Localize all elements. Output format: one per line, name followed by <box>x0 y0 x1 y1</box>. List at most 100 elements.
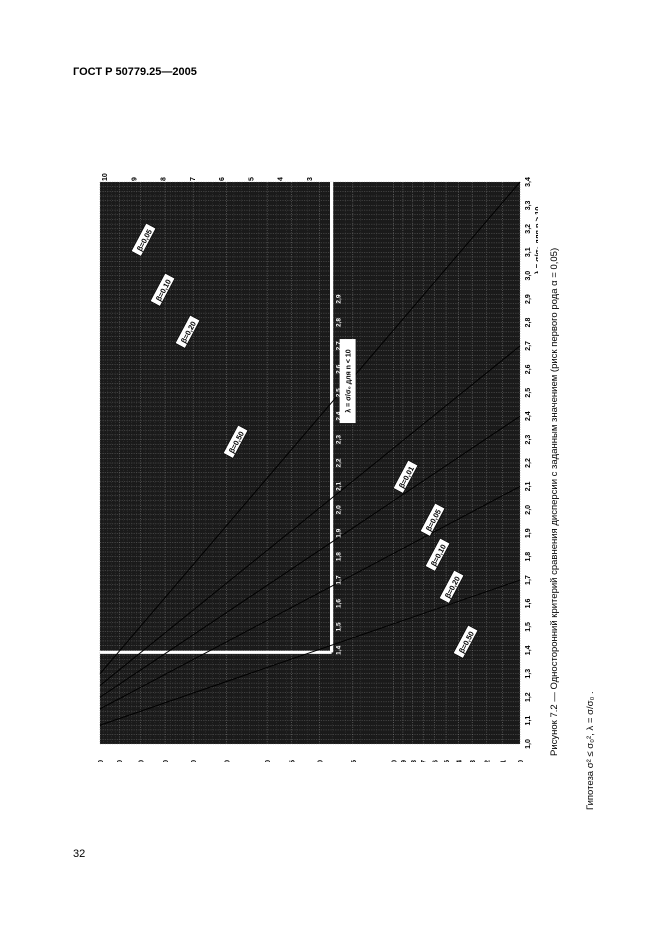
inset-lambda-tick: 1,9 <box>336 528 343 537</box>
n-large-tick: 40 <box>265 760 272 762</box>
inset-lambda-tick-text: 2,4 <box>336 411 343 420</box>
inset-lambda-tick: 1,4 <box>336 645 343 654</box>
lambda-tick: 3,0 <box>525 271 532 281</box>
lambda-tick-text: 2,2 <box>525 458 532 468</box>
n-large-tick: 16 <box>432 760 439 762</box>
lambda-tick-text: 1,3 <box>525 669 532 679</box>
inset-lambda-tick: 2,5 <box>336 388 343 397</box>
n-large-tick: 100 <box>98 760 105 762</box>
lambda-tick: 2,7 <box>525 341 532 351</box>
lambda-tick: 1,3 <box>525 669 532 679</box>
lambda-tick-text: 2,1 <box>525 481 532 491</box>
inset-lambda-tick: 1,7 <box>336 575 343 584</box>
inset-lambda-tick-text: 1,6 <box>336 599 343 608</box>
lambda-tick: 1,7 <box>525 575 532 585</box>
lambda-tick-text: 1,9 <box>525 528 532 538</box>
lambda-tick-text: 2,6 <box>525 364 532 374</box>
n-small-tick: 9 <box>131 177 138 181</box>
inset-lambda-tick: 2,8 <box>336 318 343 327</box>
n-large-tick-text: 100 <box>98 760 105 762</box>
lambda-tick: 2,0 <box>525 505 532 515</box>
curve-label-box <box>392 459 419 494</box>
n-large-tick-text: 35 <box>289 760 296 762</box>
n-large-tick-text: 13 <box>470 760 477 762</box>
curve-label-box <box>174 314 201 349</box>
lambda-tick: 2,6 <box>525 364 532 374</box>
n-small-tick: 4 <box>278 177 285 181</box>
inset-lambda-tick: 2,6 <box>336 364 343 373</box>
n-small-tick-text: 4 <box>278 177 285 181</box>
inset-lambda-tick-text: 2,8 <box>336 318 343 327</box>
page-number: 32 <box>73 848 86 860</box>
inset-lambda-tick-text: 1,5 <box>336 622 343 631</box>
n-small-tick: 6 <box>219 177 226 181</box>
n-large-tick-text: 16 <box>432 760 439 762</box>
n-tick-labels: 1098765431009080706050403530252019181716… <box>98 173 525 762</box>
n-large-tick-text: 25 <box>351 760 358 762</box>
n-large-tick: 11 <box>501 760 508 762</box>
n-large-tick: 13 <box>470 760 477 762</box>
inset-lambda-tick: 2,2 <box>336 458 343 467</box>
curve-label-box <box>419 502 446 537</box>
lambda-tick-text: 1,4 <box>525 645 532 655</box>
figure-caption: Рисунок 7.2 — Односторонний критерий сра… <box>549 248 569 776</box>
n-large-tick-text: 80 <box>139 760 146 762</box>
n-small-tick: 7 <box>190 177 197 181</box>
lambda-formula-small: λ = σ/σ₀ для n < 10 <box>345 349 353 413</box>
inset-lambda-tick: 2,4 <box>336 411 343 420</box>
n-large-tick-text: 15 <box>444 760 451 762</box>
n-large-tick: 50 <box>224 760 231 762</box>
lambda-tick: 3,3 <box>525 200 532 210</box>
lambda-formula-large-text: λ = σ/σ₀ для n > 10 <box>533 207 538 275</box>
lambda-formula-small-text: λ = σ/σ₀ для n < 10 <box>345 349 353 413</box>
lambda-tick-text: 2,9 <box>525 294 532 304</box>
inset-lambda-tick-text: 2,5 <box>336 388 343 397</box>
n-large-tick-text: 14 <box>457 760 464 762</box>
n-large-tick-text: 20 <box>392 760 399 762</box>
n-large-tick-text: 10 <box>518 760 525 762</box>
lambda-tick: 1,6 <box>525 599 532 609</box>
inset-lambda-tick: 2,1 <box>336 482 343 491</box>
lambda-tick-text: 3,4 <box>525 177 532 187</box>
grid-lines <box>99 181 521 745</box>
curve-label-box <box>222 424 249 459</box>
inset-lambda-tick: 2,7 <box>336 341 343 350</box>
inset-lambda-tick: 1,8 <box>336 552 343 561</box>
n-large-tick: 70 <box>163 760 170 762</box>
n-large-tick-text: 60 <box>191 760 198 762</box>
curve-large-n <box>99 415 521 698</box>
n-small-tick-text: 9 <box>131 177 138 181</box>
lambda-tick-text: 1,8 <box>525 552 532 562</box>
lambda-tick-text: 3,1 <box>525 247 532 257</box>
n-large-tick: 30 <box>318 760 325 762</box>
inset-lambda-tick-text: 2,2 <box>336 458 343 467</box>
n-small-tick-text: 6 <box>219 177 226 181</box>
inset-lambda-tick-text: 2,1 <box>336 482 343 491</box>
lambda-tick: 1,8 <box>525 552 532 562</box>
lambda-tick-text: 1,0 <box>525 739 532 749</box>
lambda-tick-text: 2,5 <box>525 388 532 398</box>
lambda-tick-text: 2,8 <box>525 318 532 328</box>
inset-lambda-tick: 2,3 <box>336 435 343 444</box>
inset-lambda-tick-text: 2,3 <box>336 435 343 444</box>
lambda-tick: 2,2 <box>525 458 532 468</box>
n-large-tick-text: 12 <box>485 760 492 762</box>
lambda-tick-labels: 1,01,11,21,31,41,51,61,71,81,92,02,12,22… <box>336 177 532 749</box>
lambda-tick-text: 2,3 <box>525 435 532 445</box>
n-large-tick: 90 <box>117 760 124 762</box>
inset-lambda-tick-text: 1,9 <box>336 528 343 537</box>
lambda-tick: 3,2 <box>525 224 532 234</box>
lambda-tick-text: 2,7 <box>525 341 532 351</box>
n-large-tick-text: 50 <box>224 760 231 762</box>
lambda-tick-text: 1,7 <box>525 575 532 585</box>
lambda-tick: 3,4 <box>525 177 532 187</box>
lambda-tick-text: 3,3 <box>525 200 532 210</box>
n-large-tick: 14 <box>457 760 464 762</box>
curve-label-box <box>130 222 157 257</box>
hypothesis-text: Гипотеза σ² ≤ σ₀², λ = σ/σ₀ . <box>585 691 596 810</box>
lambda-tick: 2,8 <box>525 318 532 328</box>
inset-lambda-tick: 2,9 <box>336 294 343 303</box>
lambda-tick-text: 2,0 <box>525 505 532 515</box>
inset-lambda-tick: 2,0 <box>336 505 343 514</box>
inset-lambda-tick: 1,6 <box>336 599 343 608</box>
